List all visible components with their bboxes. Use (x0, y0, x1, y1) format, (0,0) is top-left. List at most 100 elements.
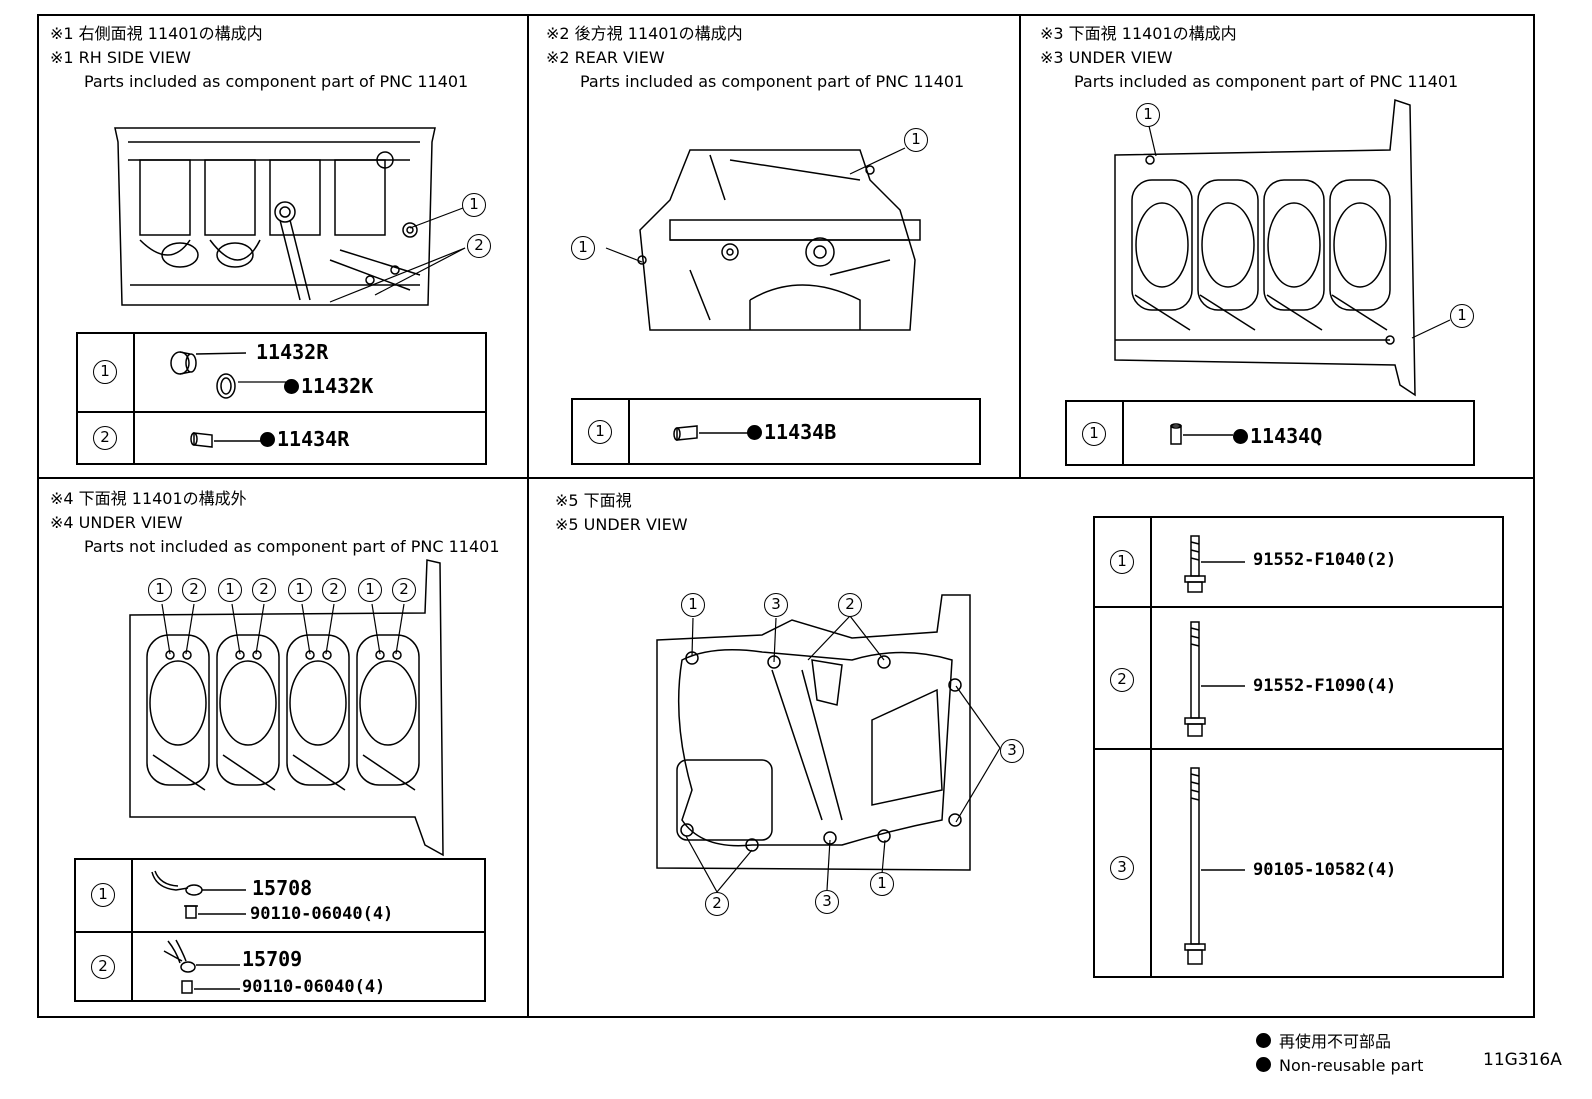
callout-1: 1 (148, 578, 172, 602)
diagram-code: 11G316A (1483, 1050, 1562, 1070)
table-row: 1 11434B (573, 400, 979, 463)
callout-1: 1 (870, 872, 894, 896)
pin-icon (1170, 423, 1233, 445)
row-number: 1 (1110, 550, 1134, 574)
legend: 再使用不可部品 Non-reusable part (1256, 1028, 1423, 1075)
callout-leaders (329, 207, 466, 303)
part-number-text: 11432K (301, 374, 374, 398)
non-reusable-dot-icon (284, 379, 299, 394)
callout-1: 1 (1136, 103, 1160, 127)
panel-header: ※2 後方視 11401の構成内 ※2 REAR VIEW Parts incl… (546, 22, 964, 94)
callout-leaders (1148, 125, 1451, 339)
legend-ja: 再使用不可部品 (1256, 1028, 1423, 1052)
part-number: 11434Q (1233, 424, 1322, 448)
table-row: 1 15708 90110-06040(4) (76, 860, 484, 931)
row-number: 2 (1110, 668, 1134, 692)
plug-icon (170, 351, 247, 399)
callout-1: 1 (288, 578, 312, 602)
callout-3: 3 (815, 890, 839, 914)
header-ja: ※1 右側面視 11401の構成内 (50, 24, 263, 43)
panel-header: ※3 下面視 11401の構成内 ※3 UNDER VIEW Parts inc… (1040, 22, 1458, 94)
part-number: 90110-06040(4) (242, 977, 386, 997)
header-desc: Parts included as component part of PNC … (84, 72, 469, 91)
header-en: ※5 UNDER VIEW (555, 515, 688, 534)
header-ja: ※2 後方視 11401の構成内 (546, 24, 743, 43)
callout-2: 2 (392, 578, 416, 602)
callout-2: 2 (322, 578, 346, 602)
divider (1019, 14, 1021, 479)
header-desc: Parts included as component part of PNC … (580, 72, 965, 91)
panel-header: ※1 右側面視 11401の構成内 ※1 RH SIDE VIEW Parts … (50, 22, 468, 94)
callout-1: 1 (358, 578, 382, 602)
legend-en-text: Non-reusable part (1279, 1056, 1424, 1075)
row-number: 1 (1082, 422, 1106, 446)
bolt-icon (1184, 767, 1245, 965)
oil-jet-icon (151, 870, 246, 919)
callout-2: 2 (182, 578, 206, 602)
header-en: ※2 REAR VIEW (546, 48, 665, 67)
non-reusable-dot-icon (260, 432, 275, 447)
table-row: 1 91552-F1040(2) (1095, 518, 1502, 606)
header-desc: Parts not included as component part of … (84, 537, 500, 556)
non-reusable-dot-icon (1256, 1057, 1271, 1072)
callout-leaders (161, 603, 405, 655)
table-row: 2 11434R (78, 411, 485, 465)
table-row: 1 11434Q (1067, 402, 1473, 464)
bolt-icon (1184, 621, 1245, 737)
table-row: 2 15709 90110-06040(4) (76, 931, 484, 1002)
engine-block-rear-drawing (637, 149, 921, 331)
part-number-text: 11434Q (1250, 424, 1323, 448)
header-desc: Parts included as component part of PNC … (1074, 72, 1459, 91)
panel-header: ※5 下面視 ※5 UNDER VIEW (555, 489, 688, 537)
non-reusable-dot-icon (747, 425, 762, 440)
callout-1: 1 (218, 578, 242, 602)
engine-block-under-drawing (1114, 98, 1416, 397)
header-en: ※4 UNDER VIEW (50, 513, 183, 532)
header-ja: ※4 下面視 11401の構成外 (50, 489, 247, 508)
legend-en: Non-reusable part (1256, 1056, 1423, 1075)
callout-1: 1 (681, 593, 705, 617)
parts-table: 1 11432R 11432K 2 11434R (76, 332, 487, 465)
parts-table: 1 11434Q (1065, 400, 1475, 466)
part-number: 11434B (747, 420, 836, 444)
header-ja: ※5 下面視 (555, 491, 632, 510)
header-en: ※3 UNDER VIEW (1040, 48, 1173, 67)
divider (37, 477, 1535, 479)
part-number: 90105-10582(4) (1253, 860, 1397, 880)
callout-leaders (685, 615, 1001, 893)
part-number: 11432R (256, 340, 329, 364)
legend-ja-text: 再使用不可部品 (1279, 1032, 1392, 1051)
row-number: 1 (93, 360, 117, 384)
callout-3: 3 (764, 593, 788, 617)
pin-icon (673, 425, 749, 441)
parts-table: 1 91552-F1040(2) 2 91552-F1090(4) (1093, 516, 1504, 978)
diagram-frame (37, 14, 1535, 1018)
non-reusable-dot-icon (1233, 429, 1248, 444)
panel-header: ※4 下面視 11401の構成外 ※4 UNDER VIEW Parts not… (50, 487, 500, 559)
callout-2: 2 (252, 578, 276, 602)
header-ja: ※3 下面視 11401の構成内 (1040, 24, 1237, 43)
row-number: 1 (588, 420, 612, 444)
divider (527, 14, 529, 1018)
callout-1: 1 (1450, 304, 1474, 328)
row-number: 3 (1110, 856, 1134, 880)
callout-1: 1 (904, 128, 928, 152)
part-number: 91552-F1090(4) (1253, 676, 1397, 696)
part-number: 15708 (252, 876, 313, 900)
bolt-icon (1184, 535, 1245, 593)
part-number: 90110-06040(4) (250, 904, 394, 924)
leader-line (238, 381, 286, 383)
part-number: 11434R (260, 427, 349, 451)
row-number: 2 (93, 426, 117, 450)
callout-leaders (605, 147, 906, 263)
parts-table: 1 15708 90110-06040(4) 2 15709 (74, 858, 486, 1002)
part-number: 11432K (284, 374, 373, 398)
engine-block-under-drawing (129, 559, 444, 857)
part-number: 91552-F1040(2) (1253, 550, 1397, 570)
header-en: ※1 RH SIDE VIEW (50, 48, 191, 67)
oil-jet-icon (163, 939, 240, 994)
callout-1: 1 (571, 236, 595, 260)
callout-2: 2 (467, 234, 491, 258)
parts-table: 1 11434B (571, 398, 981, 465)
callout-3: 3 (1000, 739, 1024, 763)
